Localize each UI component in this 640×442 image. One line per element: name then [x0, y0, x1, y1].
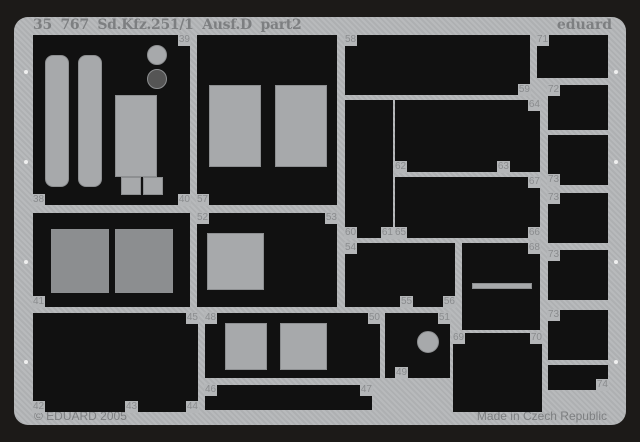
fret-hole: [24, 360, 28, 364]
part-number: 73: [547, 309, 561, 321]
part-number: 58: [344, 34, 358, 46]
panel-73: 73: [547, 135, 608, 186]
panel-57: 57: [196, 35, 337, 206]
part-number: 55: [400, 296, 414, 308]
panel-68: 68: [462, 242, 541, 330]
part-number: 38: [32, 194, 46, 206]
part-number: 72: [547, 84, 561, 96]
panel-65-67: 65 66 67: [394, 176, 541, 239]
part-number: 65: [394, 227, 408, 239]
part-number: 41: [32, 296, 46, 308]
part-number: 61: [380, 227, 394, 239]
panel-48-50: 48 50: [204, 312, 381, 378]
part-number: 73: [547, 249, 561, 261]
part-number: 45: [185, 312, 199, 324]
panel-73: 73: [547, 309, 608, 360]
part-number: 74: [595, 379, 609, 391]
panel-73: 73: [547, 249, 608, 300]
panel-71: 71: [536, 34, 608, 78]
kit-title: Sd.Kfz.251/1 Ausf.D: [97, 17, 252, 33]
part-number: 52: [196, 212, 210, 224]
part-number: 40: [177, 194, 191, 206]
panel-46-47: 46 47: [204, 384, 373, 410]
part-number: 42: [32, 401, 46, 413]
part-number: 46: [204, 384, 218, 396]
fret-hole: [614, 160, 618, 164]
part-number: 73: [547, 192, 561, 204]
part-number: 43: [125, 401, 139, 413]
origin-text: Made in Czech Republic: [476, 409, 607, 423]
fret-hole: [614, 70, 618, 74]
panel-74: 74: [548, 365, 609, 391]
part-number: 71: [536, 34, 550, 46]
panel-62-64: 62 63 64: [394, 99, 541, 173]
part-number: 62: [394, 161, 408, 173]
copyright-text: © EDUARD 2005: [34, 409, 127, 423]
part-number: 59: [517, 84, 531, 96]
panel-42-45: 45 42 43 44: [32, 312, 199, 413]
part-number: 56: [442, 296, 456, 308]
part-number: 64: [527, 99, 541, 111]
panel-69-70: 69 70: [452, 332, 543, 412]
part-number: 48: [204, 312, 218, 324]
fret-hole: [24, 70, 28, 74]
fret-hole: [614, 360, 618, 364]
panel-41: 41: [32, 213, 190, 308]
part-number: 47: [359, 384, 373, 396]
part-number: 73: [547, 174, 561, 186]
part-number: 63: [496, 161, 510, 173]
kit-part: part2: [260, 17, 302, 33]
part-number: 49: [395, 367, 409, 379]
panel-38-40: 39 38 40: [32, 34, 191, 206]
part-number: 57: [196, 194, 210, 206]
part-number: 39: [177, 34, 191, 46]
panel-72: 72: [547, 84, 608, 130]
part-number: 69: [452, 332, 466, 344]
panel-49-51: 51 49: [385, 312, 451, 379]
fret-hole: [24, 260, 28, 264]
part-number: 60: [344, 227, 358, 239]
part-number: 53: [324, 212, 338, 224]
brand-logo: eduard: [556, 17, 612, 33]
part-number: 54: [344, 242, 358, 254]
part-number: 68: [527, 242, 541, 254]
panel-54-56: 54 55 56: [344, 242, 456, 308]
part-number: 67: [527, 176, 541, 188]
part-number: 70: [529, 332, 543, 344]
panel-73: 73: [547, 192, 608, 243]
fret-hole: [24, 160, 28, 164]
kit-code: 35 767: [33, 17, 89, 33]
part-number: 51: [437, 312, 451, 324]
panel-52-53: 52 53: [196, 212, 338, 307]
part-number: 44: [185, 401, 199, 413]
part-number: 50: [367, 312, 381, 324]
fret-hole: [614, 260, 618, 264]
panel-58-59: 58 59: [344, 34, 531, 96]
panel-60-61: 60 61: [344, 100, 394, 239]
part-number: 66: [527, 227, 541, 239]
fret-title: 35 767 Sd.Kfz.251/1 Ausf.D part2: [33, 17, 302, 33]
